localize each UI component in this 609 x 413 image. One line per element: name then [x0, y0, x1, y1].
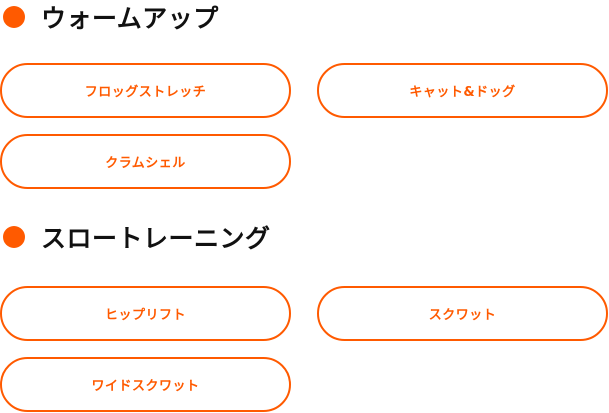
exercise-button-label: ヒップリフト: [104, 308, 186, 323]
exercise-button-wide-squat[interactable]: ワイドスクワット: [0, 357, 291, 412]
exercise-button-label: クラムシェル: [105, 156, 186, 171]
exercise-button-label: キャット&ドッグ: [409, 85, 516, 100]
section-title-slow-training: スロートレーニング: [41, 224, 271, 253]
exercise-button-cat-and-dog[interactable]: キャット&ドッグ: [317, 63, 608, 118]
bullet-dot-icon: [3, 226, 25, 248]
exercise-button-label: ワイドスクワット: [91, 379, 200, 394]
bullet-dot-icon: [3, 6, 25, 28]
section-header-warmup: ウォームアップ: [0, 0, 219, 34]
section-header-slow-training: スロートレーニング: [0, 220, 271, 254]
exercise-button-label: フロッグストレッチ: [84, 85, 207, 100]
section-title-warmup: ウォームアップ: [41, 4, 219, 33]
exercise-button-frog-stretch[interactable]: フロッグストレッチ: [0, 63, 291, 118]
exercise-button-label: スクワット: [428, 308, 497, 323]
exercise-button-clamshell[interactable]: クラムシェル: [0, 134, 291, 189]
exercise-button-hip-lift[interactable]: ヒップリフト: [0, 286, 291, 341]
exercise-button-squat[interactable]: スクワット: [317, 286, 608, 341]
